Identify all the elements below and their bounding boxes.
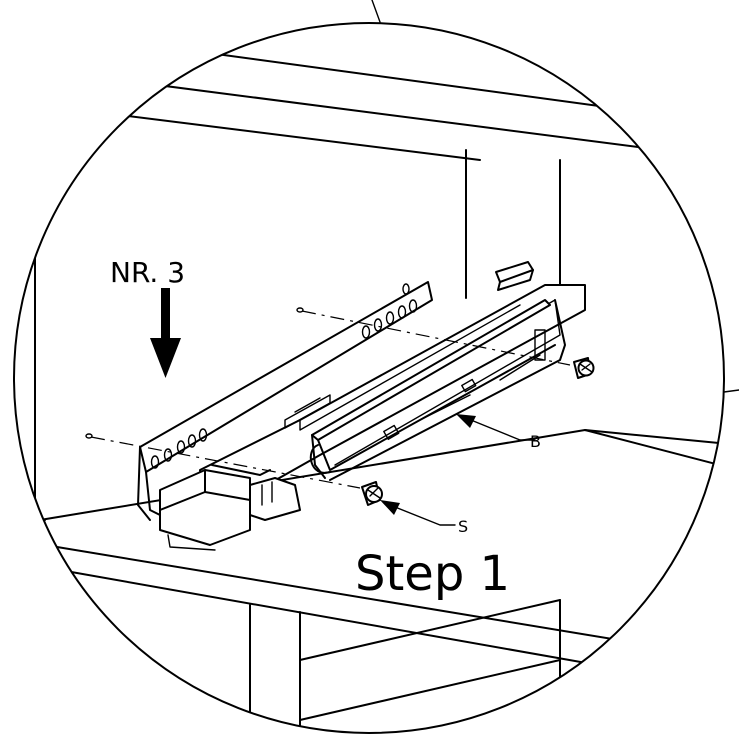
nr-label: NR. 3 <box>110 256 185 289</box>
part-s-label: S <box>458 517 468 536</box>
magnifier-leader <box>371 0 381 23</box>
screw-icon <box>573 357 595 379</box>
part-b-label: B <box>530 432 541 451</box>
leader-b <box>456 414 536 441</box>
bracket-holes-right <box>361 283 418 339</box>
runner-assembly <box>137 261 586 551</box>
magnifier-circle <box>13 22 725 734</box>
screw-axes <box>85 307 571 489</box>
step-title: Step 1 <box>355 546 510 602</box>
bracket-holes-left <box>150 428 208 469</box>
screw-icon <box>361 481 383 506</box>
leader-s <box>380 500 456 526</box>
down-arrow-icon <box>150 288 181 378</box>
